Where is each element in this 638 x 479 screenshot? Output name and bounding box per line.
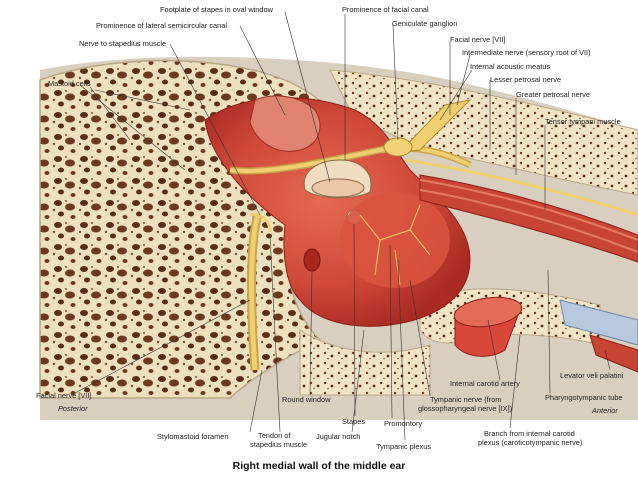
label-geniculate-ganglion: Geniculate ganglion bbox=[392, 19, 458, 28]
label-internal-carotid-artery: Internal carotid artery bbox=[450, 379, 520, 388]
label-stapes: Stapes bbox=[342, 417, 366, 426]
label-branch-carotid-line2: plexus (caroticotympanic nerve) bbox=[478, 438, 583, 447]
label-prominence-lateral-canal: Prominence of lateral semicircular canal bbox=[96, 21, 228, 30]
round-window bbox=[303, 248, 321, 272]
label-tympanic-nerve-line2: glossopharyngeal nerve [IX]) bbox=[418, 404, 513, 413]
label-internal-acoustic-meatus: Internal acoustic meatus bbox=[470, 62, 551, 71]
internal-carotid-artery bbox=[453, 296, 523, 357]
label-branch-carotid-line1: Branch from internal carotid bbox=[484, 429, 575, 438]
facial-canal-prominence bbox=[229, 144, 472, 175]
pharyngotympanic-tube bbox=[559, 299, 638, 346]
label-facial-nerve-bottom: Facial nerve [VII] bbox=[36, 391, 92, 400]
tensor-tympani-muscle bbox=[419, 174, 638, 263]
label-facial-nerve-top: Facial nerve [VII] bbox=[450, 35, 506, 44]
levator-veli-palatini bbox=[589, 334, 638, 373]
label-intermediate-nerve: Intermediate nerve (sensory root of VII) bbox=[462, 48, 591, 57]
stapedius-tendon bbox=[249, 212, 272, 233]
leader-lines bbox=[74, 11, 611, 441]
label-tympanic-plexus: Tympanic plexus bbox=[376, 442, 432, 451]
label-anterior: Anterior bbox=[592, 406, 618, 415]
figure-caption: Right medial wall of the middle ear bbox=[232, 460, 406, 472]
lateral-semicircular-canal-prominence bbox=[249, 95, 321, 152]
label-posterior: Posterior bbox=[58, 404, 88, 413]
label-jugular-notch: Jugular notch bbox=[316, 432, 361, 441]
label-mastoid-cells: Mastoid cells bbox=[48, 79, 91, 88]
label-footplate: Footplate of stapes in oval window bbox=[160, 5, 273, 14]
label-lesser-petrosal-nerve: Lesser petrosal nerve bbox=[490, 75, 562, 84]
label-promontory: Promontory bbox=[384, 419, 423, 428]
label-tympanic-nerve-line1: Tympanic nerve (from bbox=[430, 395, 502, 404]
label-stylomastoid-foramen: Stylomastoid foramen bbox=[157, 432, 229, 441]
geniculate-ganglion bbox=[383, 99, 472, 157]
label-levator-veli-palatini: Levator veli palatini bbox=[560, 371, 624, 380]
label-tendon-line1: Tendon of bbox=[258, 431, 291, 440]
label-tensor-tympani: Tensor tympani muscle bbox=[545, 117, 621, 126]
label-prominence-facial-canal: Prominence of facial canal bbox=[342, 5, 429, 14]
promontory bbox=[340, 192, 450, 288]
label-greater-petrosal-nerve: Greater petrosal nerve bbox=[516, 90, 590, 99]
label-pharyngotympanic-tube: Pharyngotympanic tube bbox=[545, 393, 623, 402]
greater-petrosal-nerve bbox=[404, 158, 638, 217]
label-tendon-line2: stapedius muscle bbox=[250, 440, 308, 449]
facial-nerve-vertical bbox=[247, 213, 263, 371]
label-round-window: Round window bbox=[282, 395, 331, 404]
label-nerve-to-stapedius: Nerve to stapedius muscle bbox=[79, 39, 167, 48]
